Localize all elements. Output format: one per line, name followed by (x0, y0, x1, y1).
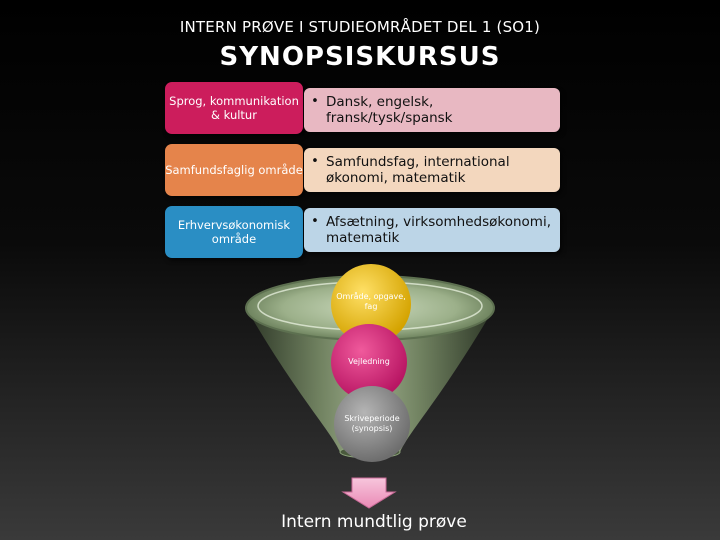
row-content-sprog: Dansk, engelsk, fransk/tysk/spansk (326, 94, 453, 126)
step-label-vejledning: Vejledning (348, 357, 390, 366)
row-box-erhverv: • Afsætning, virksomhedsøkonomi, matemat… (304, 208, 560, 252)
down-arrow-icon (341, 477, 397, 509)
row-content-samfund: Samfundsfag, international økonomi, mate… (326, 154, 510, 186)
page-subtitle: INTERN PRØVE I STUDIEOMRÅDET DEL 1 (SO1) (179, 18, 541, 36)
step-circle-omraade (331, 264, 411, 344)
row-label-samfund: Samfundsfaglig område (165, 144, 303, 196)
bullet-icon: • (311, 154, 319, 169)
footer-text: Intern mundtlig prøve (281, 512, 467, 532)
row-box-sprog: • Dansk, engelsk, fransk/tysk/spansk (304, 88, 560, 132)
step-circle-vejledning (331, 324, 407, 400)
row-box-samfund: • Samfundsfag, international økonomi, ma… (304, 148, 560, 192)
row-label-erhverv: Erhvervsøkonomisk område (165, 206, 303, 258)
bullet-icon: • (311, 214, 319, 229)
step-label-skriveperiode: Skriveperiode (synopsis) (344, 414, 400, 433)
page-title: SYNOPSISKURSUS (219, 42, 501, 72)
step-label-omraade: Område, opgave, fag (336, 292, 406, 311)
row-label-sprog: Sprog, kommunikation & kultur (165, 82, 303, 134)
step-circle-skriveperiode (334, 386, 410, 462)
row-content-erhverv: Afsætning, virksomhedsøkonomi, matematik (326, 214, 551, 246)
bullet-icon: • (311, 94, 319, 109)
